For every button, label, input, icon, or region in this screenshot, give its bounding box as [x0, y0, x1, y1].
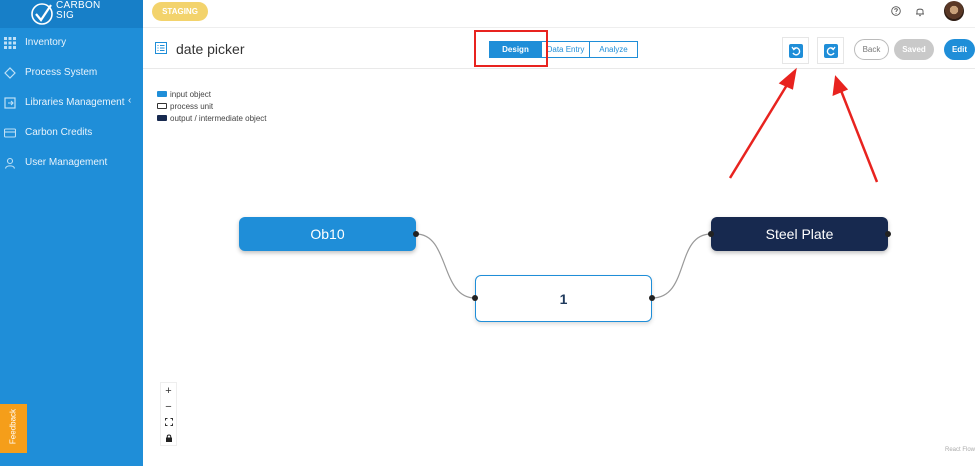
- sidebar-item-libraries-management[interactable]: Libraries Management ‹: [0, 88, 143, 118]
- sidebar-item-label: Process System: [25, 67, 98, 78]
- help-icon[interactable]: [891, 6, 901, 16]
- avatar[interactable]: [944, 1, 964, 21]
- undo-icon: [791, 46, 801, 56]
- output-node[interactable]: Steel Plate: [711, 217, 888, 251]
- page-title: date picker: [176, 41, 245, 57]
- card-icon: [4, 128, 16, 138]
- sidebar-item-label: Carbon Credits: [25, 127, 93, 138]
- redo-icon: [826, 46, 836, 56]
- bell-icon[interactable]: [915, 6, 925, 17]
- sidebar-item-carbon-credits[interactable]: Carbon Credits: [0, 118, 143, 148]
- edge-input-to-process: [415, 233, 476, 299]
- edit-button[interactable]: Edit: [944, 39, 975, 60]
- feedback-tab[interactable]: Feedback: [0, 404, 27, 453]
- tab-data-entry[interactable]: Data Entry: [541, 42, 589, 57]
- legend-swatch: [157, 103, 167, 109]
- node-handle[interactable]: [885, 231, 891, 237]
- brand-logo[interactable]: CARBON SIG: [0, 0, 143, 28]
- library-icon: [4, 97, 16, 109]
- zoom-controls: + −: [160, 382, 177, 446]
- tab-analyze[interactable]: Analyze: [589, 42, 637, 57]
- brand-name: CARBON SIG: [56, 0, 101, 21]
- edge-process-to-output: [651, 233, 712, 299]
- chevron-left-icon: ‹: [128, 95, 132, 106]
- zoom-in-button[interactable]: +: [165, 385, 172, 397]
- node-handle[interactable]: [472, 295, 478, 301]
- page-header: date picker Design Data Entry Analyze: [143, 29, 975, 69]
- legend-label: output / intermediate object: [170, 113, 267, 123]
- fit-view-icon: [164, 418, 173, 426]
- annotation-arrow: [728, 67, 879, 183]
- process-icon: [4, 67, 16, 79]
- node-handle[interactable]: [413, 231, 419, 237]
- grid-icon: [4, 37, 16, 49]
- fit-view-button[interactable]: [161, 415, 176, 431]
- attribution-link[interactable]: React Flow: [945, 447, 975, 453]
- top-bar: STAGING: [143, 0, 975, 28]
- legend-item: output / intermediate object: [157, 112, 267, 124]
- sidebar: CARBON SIG Inventory Process System Libr…: [0, 0, 143, 466]
- sidebar-item-label: Inventory: [25, 37, 67, 48]
- sidebar-item-label: User Management: [25, 157, 108, 168]
- redo-button[interactable]: [817, 37, 844, 64]
- undo-button[interactable]: [782, 37, 809, 64]
- environment-badge: STAGING: [152, 2, 208, 21]
- legend-swatch: [157, 91, 167, 97]
- sidebar-item-process-system[interactable]: Process System: [0, 58, 143, 88]
- saved-button[interactable]: Saved: [894, 39, 934, 60]
- user-icon: [4, 157, 16, 169]
- sidebar-item-user-management[interactable]: User Management: [0, 148, 143, 178]
- mode-tabs: Design Data Entry Analyze: [489, 41, 638, 58]
- legend-swatch: [157, 115, 167, 121]
- node-handle[interactable]: [708, 231, 714, 237]
- back-button[interactable]: Back: [854, 39, 889, 60]
- lock-icon: [165, 434, 172, 442]
- process-node[interactable]: 1: [475, 275, 652, 322]
- node-handle[interactable]: [649, 295, 655, 301]
- lock-button[interactable]: [161, 431, 176, 447]
- input-node[interactable]: Ob10: [239, 217, 416, 251]
- legend-item: process unit: [157, 100, 267, 112]
- sidebar-item-label: Libraries Management: [25, 97, 125, 108]
- tab-design[interactable]: Design: [490, 42, 541, 57]
- legend-item: input object: [157, 88, 267, 100]
- legend-label: process unit: [170, 101, 214, 111]
- legend: input object process unit output / inter…: [157, 88, 267, 124]
- sidebar-item-inventory[interactable]: Inventory: [0, 28, 143, 58]
- legend-label: input object: [170, 89, 211, 99]
- checkmark-logo-icon: [31, 3, 53, 25]
- list-icon: [155, 42, 167, 54]
- design-tab-highlight: [474, 30, 548, 67]
- zoom-out-button[interactable]: −: [165, 401, 172, 413]
